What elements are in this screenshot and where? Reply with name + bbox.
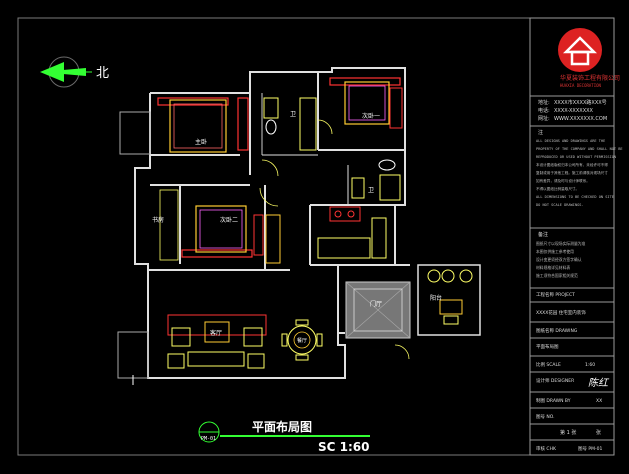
note-line: DO NOT SCALE DRAWINGS. [536, 203, 584, 207]
room-label-balcony: 阳台 [430, 294, 442, 302]
drawing-title-block: PM-01 平面布局图 SC 1:60 [198, 419, 370, 454]
drawing-title: 平面布局图 [252, 419, 312, 434]
notes-list: ALL DESIGNS AND DRAWINGS ARE THE PROPERT… [536, 139, 623, 207]
drawn-value: XX [596, 398, 602, 404]
note2-line: 本图仅供施工参考使用 [536, 249, 574, 254]
drawing-name-value: 平面布局图 [536, 343, 559, 350]
sheet-frame [17, 17, 615, 456]
drawing-name-label: 图纸名称 DRAWING [536, 327, 578, 334]
room-label-dining: 餐厅 [297, 337, 307, 344]
company-logo-icon [558, 28, 602, 72]
drawing-scale: SC 1:60 [318, 440, 369, 454]
number-label: 图号 NO. [536, 414, 555, 420]
notes2-heading: 备注 [538, 231, 548, 238]
note-line: 复制或用于其他工程。施工前请核对现场尺寸 [536, 170, 608, 175]
room-label-master: 主卧 [195, 138, 207, 146]
floor-plan: 主卧 卫 次卧一 卫 次卧二 书房 [117, 67, 481, 385]
title-block: 华夏装饰工程有限公司 HUAXIA DECORATION 地址: XXXX市XX… [529, 17, 623, 456]
note-line: REPRODUCED OR USED WITHOUT PERMISSION [536, 155, 616, 159]
footer-a: 审核 CHK [536, 445, 557, 452]
web-label: 网址: [538, 115, 550, 122]
room-label-bedroom-two: 次卧二 [220, 216, 238, 224]
room-label-bath-a: 卫 [290, 111, 296, 118]
note-line: ALL DESIGNS AND DRAWINGS ARE THE [536, 139, 605, 143]
notes-heading: 注 [538, 129, 543, 136]
tel-value: XXXX-XXXXXXX [554, 108, 594, 114]
note2-line: 材料规格详见材料表 [536, 265, 570, 270]
company-name: 华夏装饰工程有限公司 [560, 74, 620, 82]
note-line: 如有差异，请及时与设计师联系。 [536, 178, 590, 183]
scale-value: 1:60 [585, 362, 595, 368]
address-value: XXXX市XXXX路XXX号 [554, 99, 607, 106]
sheet-value: 第 1 张 [560, 429, 576, 436]
designer-signature: 陈红 [588, 377, 610, 389]
north-arrow: 北 [40, 56, 109, 88]
marker-code: PM-01 [201, 436, 216, 442]
drawn-label: 制图 DRAWN BY [536, 397, 571, 404]
note2-line: 图纸尺寸以现场实际测量为准 [536, 241, 586, 246]
designer-label: 设计师 DESIGNER [536, 377, 574, 384]
note2-line: 设计变更须经双方签字确认 [536, 257, 582, 262]
north-label: 北 [96, 66, 109, 81]
room-label-entry: 门厅 [370, 300, 382, 308]
note-line: 本设计图纸版权归本公司所有，未经许可不得 [536, 162, 608, 167]
footer-b: 图号 PM-01 [578, 446, 603, 452]
note-line: 不得以图纸比例量取尺寸。 [536, 186, 579, 191]
room-label-bedroom-one: 次卧一 [362, 112, 380, 120]
project-value: XXXX花园 住宅室内装饰 [536, 309, 586, 316]
tel-label: 电话: [538, 107, 550, 114]
company-sub: HUAXIA DECORATION [560, 83, 602, 88]
note2-line: 施工须符合国家相关规范 [536, 273, 578, 278]
address-label: 地址: [538, 99, 550, 106]
web-value: WWW.XXXXXXX.COM [554, 116, 607, 122]
note-line: PROPERTY OF THE COMPANY AND SHALL NOT BE [536, 147, 623, 151]
project-label: 工程名称 PROJECT [536, 291, 575, 298]
notes2-list: 图纸尺寸以现场实际测量为准 本图仅供施工参考使用 设计变更须经双方签字确认 材料… [536, 241, 586, 278]
room-label-study: 书房 [152, 216, 164, 224]
note-line: ALL DIMENSIONS TO BE CHECKED ON SITE [536, 195, 614, 199]
sheet-label: 张 [596, 429, 601, 436]
room-label-living: 客厅 [210, 329, 222, 337]
room-label-bath-b: 卫 [368, 187, 374, 194]
scale-label: 比例 SCALE [536, 361, 561, 368]
